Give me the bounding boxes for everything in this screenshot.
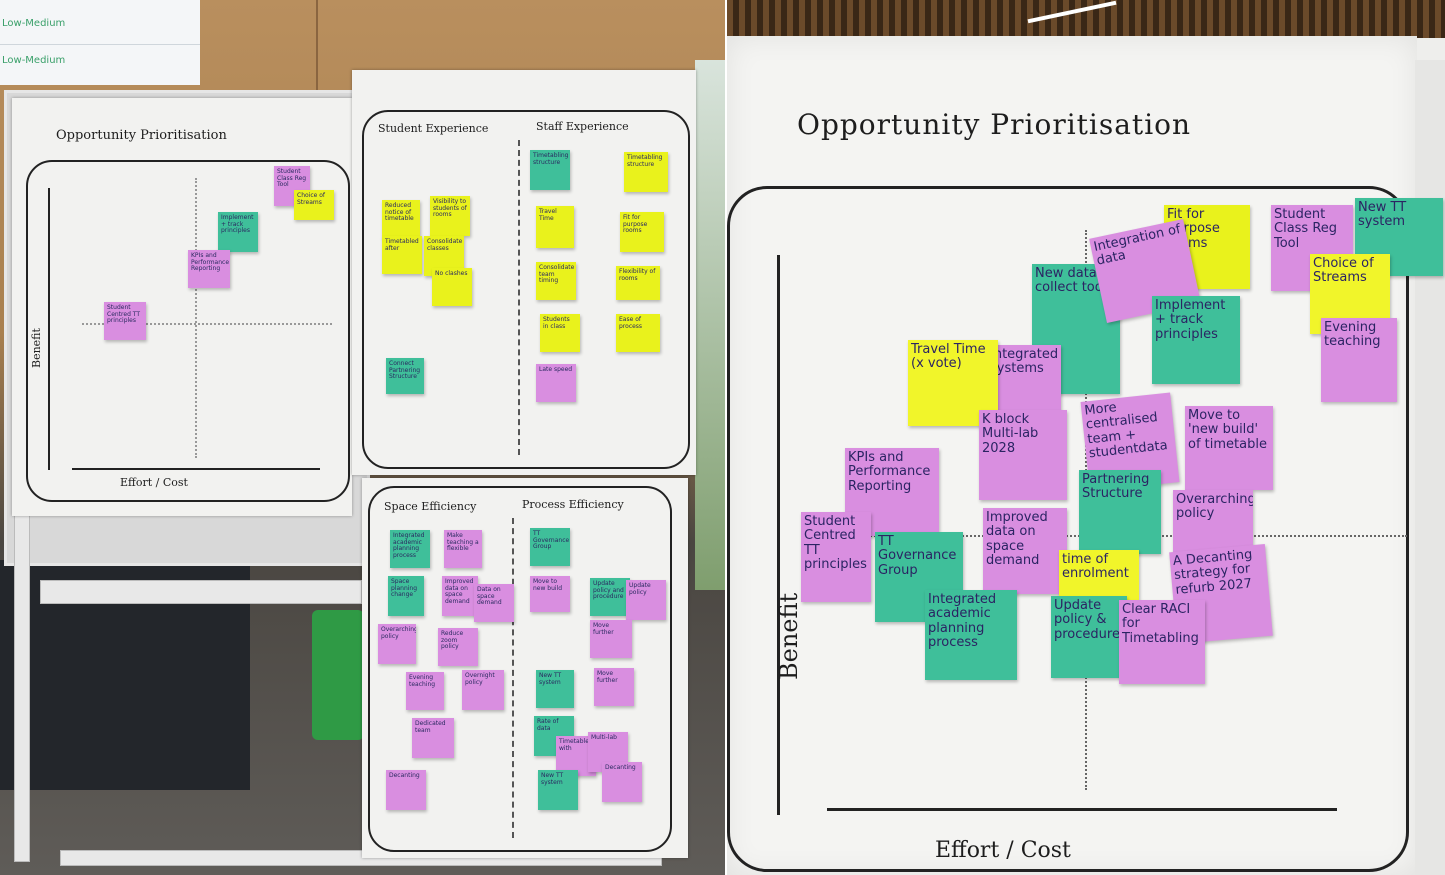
sticky-note: Student Centred TT principles [104, 302, 146, 340]
big-paper [727, 36, 1417, 875]
sticky-note: Ease of process [616, 314, 660, 352]
sticky-note: Move further [590, 620, 632, 658]
sticky-note: KPIs and Performance Reporting [188, 250, 230, 288]
board-mid-horizontal [82, 323, 332, 325]
chart2-divider [512, 518, 514, 838]
sticky-note: Reduced notice of timetable [382, 200, 420, 238]
sticky-note: Student Centred TT principles [801, 512, 871, 602]
sticky-note: Integrated academic planning process [390, 530, 430, 568]
chart1-paper: Student Experience Staff Experience Redu… [352, 70, 696, 475]
sticky-note: Students in class [540, 314, 580, 352]
board-frame [26, 160, 350, 502]
board-x-label: Effort / Cost [120, 476, 188, 489]
chart2-frame [368, 486, 672, 852]
sticky-note: Improved data on space demand [442, 576, 478, 616]
screen-line-1: Low-Medium [2, 18, 66, 29]
chart1-left-title: Student Experience [378, 122, 489, 135]
sticky-note: Connect Partnering Structure [386, 358, 424, 394]
board-title: Opportunity Prioritisation [56, 128, 227, 143]
sticky-note: Overarching policy [1173, 490, 1253, 552]
ceiling [727, 0, 1445, 38]
board-x-axis [72, 468, 320, 470]
board-paper: Opportunity Prioritisation Effort / Cost… [12, 98, 352, 516]
sticky-note: Timetabling structure [624, 152, 668, 192]
sticky-note: Update policy and procedure [590, 578, 630, 616]
sticky-note: Dedicated team [412, 718, 454, 758]
sticky-note: Overarching policy [378, 624, 416, 664]
screen-line-2: Low-Medium [2, 55, 66, 66]
sticky-note: Timetabling structure [530, 150, 570, 190]
paper-edge [1415, 60, 1445, 875]
sticky-note: Visibility to students of rooms [430, 196, 470, 236]
sticky-note: New TT system [536, 670, 574, 708]
sticky-note: Overnight policy [462, 670, 504, 710]
board-y-axis [48, 188, 50, 470]
stand-crossbar [40, 580, 362, 604]
chart1-frame [362, 110, 690, 469]
board-mid-vertical [195, 178, 197, 458]
sticky-note: Partnering Structure [1079, 470, 1161, 554]
sticky-note: Flexibility of rooms [616, 266, 660, 300]
sticky-note: Reduce zoom policy [438, 628, 478, 666]
sticky-note: Integrated academic planning process [925, 590, 1017, 680]
sticky-note: New TT system [538, 770, 578, 810]
green-bag [312, 610, 364, 740]
chart1-divider [518, 140, 520, 455]
sticky-note: Consolidate team timing [536, 262, 576, 300]
board-y-label: Benefit [30, 328, 43, 368]
sticky-note: Make teaching a flexible [444, 530, 482, 568]
sticky-note: TT Governance Group [530, 528, 570, 566]
left-photo: Low-Medium Low-Medium Opportunity Priori… [0, 0, 725, 875]
sticky-note: Decanting [602, 762, 642, 802]
sticky-note: Late speed [536, 364, 576, 402]
right-title: Opportunity Prioritisation [797, 108, 1192, 141]
right-frame [727, 186, 1409, 872]
right-y-axis [777, 255, 780, 815]
sticky-note: Implement + track principles [218, 212, 258, 252]
window-strip [695, 60, 725, 590]
sticky-note: Decanting [386, 770, 426, 810]
sticky-note: Move further [594, 668, 634, 706]
sticky-note: Move to 'new build' of timetable [1185, 406, 1273, 490]
sticky-note: Clear RACI for Timetabling [1119, 600, 1205, 684]
sticky-note: time of enrolment [1059, 550, 1139, 600]
sticky-note: No clashes [432, 268, 472, 306]
sticky-note: Update policy & procedure [1051, 596, 1127, 678]
projector-screen: Low-Medium Low-Medium [0, 0, 200, 85]
sticky-note: Data on space demand [474, 584, 514, 622]
sticky-note: Evening teaching [1321, 318, 1397, 402]
right-x-axis [827, 808, 1337, 811]
sticky-note: Move to new build [530, 576, 570, 612]
chart2-paper: Space Efficiency Process Efficiency Inte… [362, 478, 688, 858]
sticky-note: Travel Time [536, 206, 574, 248]
chart1-right-title: Staff Experience [536, 120, 629, 133]
sticky-note: Integrated systems [987, 345, 1061, 415]
sticky-note: Space planning change [388, 576, 424, 616]
chart2-left-title: Space Efficiency [384, 500, 477, 513]
sticky-note: Implement + track principles [1152, 296, 1240, 384]
sticky-note: Improved data on space demand [983, 508, 1067, 594]
chart2-right-title: Process Efficiency [522, 498, 624, 511]
wood-seam [316, 0, 318, 90]
sticky-note: Timetabled after [382, 236, 422, 274]
sticky-note: Update policy [626, 580, 666, 620]
sticky-note: K block Multi-lab 2028 [979, 410, 1067, 500]
screen-divider [0, 44, 200, 45]
right-photo: Opportunity Prioritisation Effort / Cost… [727, 0, 1445, 875]
right-y-label: Benefit [775, 592, 803, 680]
sticky-note: Fit for purpose rooms [620, 212, 664, 252]
right-x-label: Effort / Cost [935, 838, 1071, 863]
photo-divider [725, 0, 727, 875]
sticky-note: Evening teaching [406, 672, 444, 710]
sticky-note: Choice of Streams [294, 190, 334, 220]
